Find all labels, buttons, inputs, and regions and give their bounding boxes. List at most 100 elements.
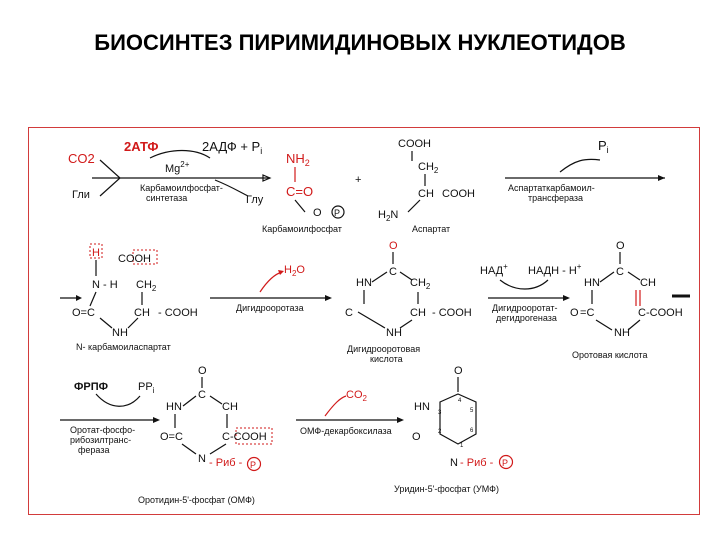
asp-cooh: COOH — [442, 188, 475, 200]
dho-c-top: C — [389, 266, 397, 278]
step6-arrowhead — [397, 417, 404, 423]
incoming-arrowhead — [76, 295, 82, 301]
omp-c: C — [198, 389, 206, 401]
enzyme-atc-line2: трансфераза — [528, 193, 583, 203]
dho-name-line2: кислота — [370, 354, 403, 364]
ump-n5: 5 — [470, 408, 474, 414]
h2o-label: H2O — [284, 264, 305, 278]
omp-o: O — [198, 365, 207, 377]
atp-label: 2АТФ — [124, 139, 159, 154]
ca-h-box — [89, 243, 103, 259]
omp-rib: - Риб - — [209, 457, 243, 469]
nad-curve — [499, 279, 549, 290]
ump-name: Уридин-5'-фосфат (УМФ) — [394, 484, 499, 494]
dho-cooh: - COOH — [432, 307, 472, 319]
co2-label-2: CO2 — [346, 389, 368, 403]
oro-name: Оротовая кислота — [572, 350, 648, 360]
ca-ch: CH — [134, 307, 150, 319]
asp-name: Аспартат — [412, 224, 450, 234]
asp-cooh-top: COOH — [398, 138, 431, 150]
nadh-label: НАДН - Н+ — [528, 262, 582, 277]
glu-label: Глу — [246, 194, 264, 206]
enzyme-oprt-line2: рибозилтранс- — [70, 435, 131, 445]
ump-n6: 6 — [470, 428, 474, 434]
asp-ch: CH — [418, 188, 434, 200]
omp-ring-top — [174, 395, 228, 428]
ppi-label: PPi — [138, 381, 155, 395]
omp-ring-bottom — [181, 443, 227, 455]
enzyme-oprt-line3: фераза — [78, 445, 109, 455]
gln-label: Гли — [72, 189, 90, 201]
ca-nh: - H — [103, 279, 118, 291]
omp-cooh: -COOH — [230, 431, 267, 443]
step5-arrowhead — [153, 417, 160, 423]
dho-ring-bottom — [357, 311, 413, 329]
ca-nh-bottom: NH — [112, 327, 128, 339]
oro-double-bond — [635, 290, 641, 306]
oro-ch: CH — [640, 277, 656, 289]
ump-ring — [439, 377, 477, 445]
step2-arrowhead — [658, 175, 665, 181]
ca-bond2 — [89, 291, 97, 307]
enzyme-atc-line1: Аспартаткарбамоил- — [508, 183, 595, 193]
prpp-curve — [95, 393, 141, 407]
oro-cooh: -COOH — [646, 307, 683, 319]
cp-p: P — [334, 208, 340, 218]
oro-ring-top — [591, 271, 641, 304]
enzyme-oprt-line1: Оротат-фосфо- — [70, 425, 135, 435]
oro-o: O — [616, 240, 625, 252]
enzyme-dhodh-line2: дегидрогеназа — [496, 313, 557, 323]
ump-n3: 3 — [438, 410, 442, 416]
dho-ch2: CH2 — [410, 277, 431, 291]
step1-arrowhead — [262, 174, 272, 182]
ump-n2: 2 — [438, 429, 442, 435]
ump-rib: - Риб - — [460, 457, 494, 469]
omp-cooh-box — [235, 427, 273, 445]
ump-p: P — [502, 458, 508, 468]
prpp-label: ФРПФ — [74, 381, 108, 393]
oro-nh: NH — [614, 327, 630, 339]
oro-c: C — [616, 266, 624, 278]
dho-nh: NH — [386, 327, 402, 339]
enzyme-dho: Дигидрооротаза — [236, 303, 304, 313]
oro-o-left: O — [570, 307, 579, 319]
asp-bond3 — [407, 199, 421, 213]
ump-hn: HN — [414, 401, 430, 413]
cp-name: Карбамоилфосфат — [262, 224, 342, 234]
plus-sign: + — [355, 174, 361, 186]
cp-o: O — [313, 207, 322, 219]
omp-c-cooh: C — [222, 431, 230, 443]
ca-cooh: COOH — [118, 253, 151, 265]
mg-label: Mg2+ — [165, 160, 190, 175]
enzyme-dhodh-line1: Дигидрооротат- — [492, 303, 557, 313]
cp-bond2 — [294, 199, 306, 213]
cp-co: C=O — [286, 184, 313, 199]
enzyme-ompdc: ОМФ-декарбоксилаза — [300, 426, 392, 436]
oro-hn: HN — [584, 277, 600, 289]
pi-label: Pi — [598, 138, 609, 155]
cp-phosphate-circle — [331, 205, 345, 219]
page-title: БИОСИНТЕЗ ПИРИМИДИНОВЫХ НУКЛЕОТИДОВ — [94, 30, 626, 55]
omp-phosphate-circle — [246, 456, 262, 472]
h2o-arrowhead — [278, 270, 284, 275]
ca-oc: O=C — [72, 307, 95, 319]
omp-n: N — [198, 453, 206, 465]
oro-c-cooh: C — [638, 307, 646, 319]
co2-label: CO2 — [68, 151, 95, 166]
nad-label: НАД+ — [480, 262, 508, 277]
ump-n1: 1 — [460, 443, 464, 449]
oro-ring-bottom — [595, 319, 641, 331]
enzyme-cps-line1: Карбамоилфосфат- — [140, 183, 223, 193]
dho-c-left: C — [345, 307, 353, 319]
asp-h2n: H2N — [378, 209, 398, 223]
ca-bond4 — [127, 317, 139, 329]
oro-c-left: =C — [580, 307, 594, 319]
ca-cooh-box — [132, 249, 158, 265]
omp-name: Оротидин-5'-фосфат (ОМФ) — [138, 495, 255, 505]
atp-curve — [149, 149, 211, 159]
ump-o: O — [454, 365, 463, 377]
ca-ch2: CH2 — [136, 279, 157, 293]
ca-h: H — [92, 247, 100, 259]
omp-ch: CH — [222, 401, 238, 413]
